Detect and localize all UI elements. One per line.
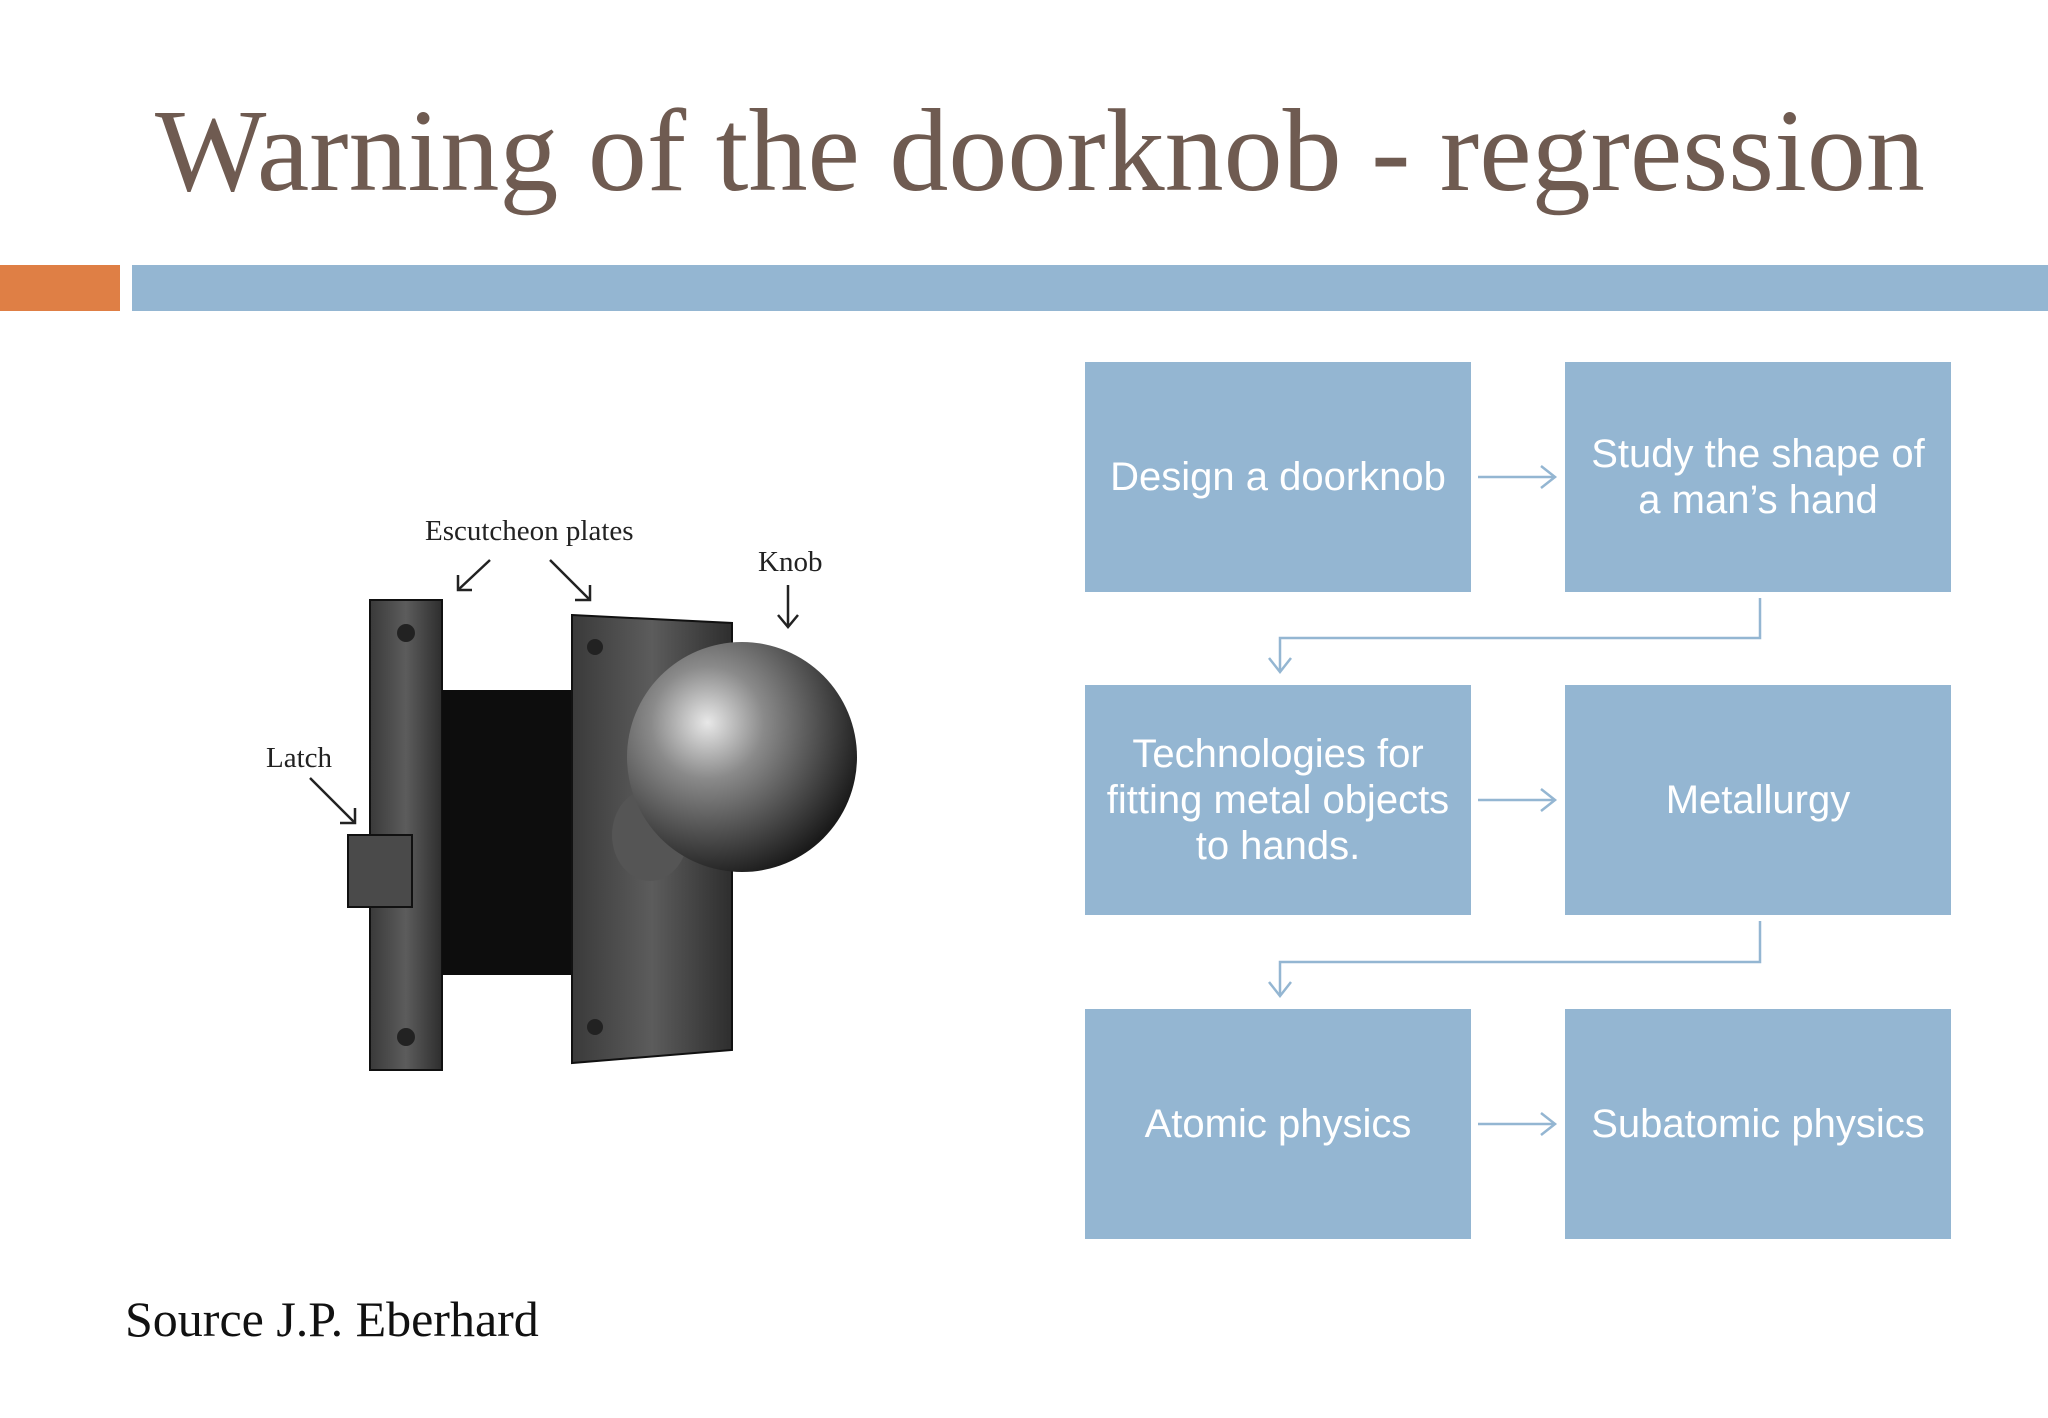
doorknob-drawing: Escutcheon plates Knob Latch [266,515,857,1071]
flow-box-label: Metallurgy [1665,778,1851,822]
lock-body [442,690,582,975]
connector-2-3 [1278,598,1762,672]
flow-box-design-doorknob: Design a doorknob [1085,362,1471,592]
flow-box-label: Atomic physics [1144,1102,1412,1146]
source-credit: Source J.P. Eberhard [125,1291,539,1347]
regression-flow-diagram: Design a doorknob Study the shape of a m… [1085,362,1955,1242]
flow-box-label: Study the shape of a man’s hand [1591,432,1925,522]
flow-box-label: Technologies for fitting metal objects t… [1106,732,1450,868]
label-arrows [309,559,799,825]
accent-bar-blue [132,265,2048,311]
latch-label: Latch [266,742,333,774]
accent-bar-orange [0,265,120,311]
flow-box-label: Subatomic physics [1591,1102,1925,1146]
knob [627,642,857,872]
latch-bolt [347,834,413,908]
flow-box-atomic-physics: Atomic physics [1085,1009,1471,1239]
slide-title: Warning of the doorknob - regression [155,85,1925,216]
escutcheon-label: Escutcheon plates [425,515,634,547]
knob-label: Knob [758,546,822,578]
flow-box-fitting-technologies: Technologies for fitting metal objects t… [1085,685,1471,915]
flow-box-metallurgy: Metallurgy [1565,685,1951,915]
flow-box-label: Design a doorknob [1110,455,1446,499]
flow-box-study-hand: Study the shape of a man’s hand [1565,362,1951,592]
flow-box-subatomic-physics: Subatomic physics [1565,1009,1951,1239]
doorknob-illustration: Escutcheon plates Knob Latch [250,505,890,1105]
connector-4-5 [1278,921,1762,996]
